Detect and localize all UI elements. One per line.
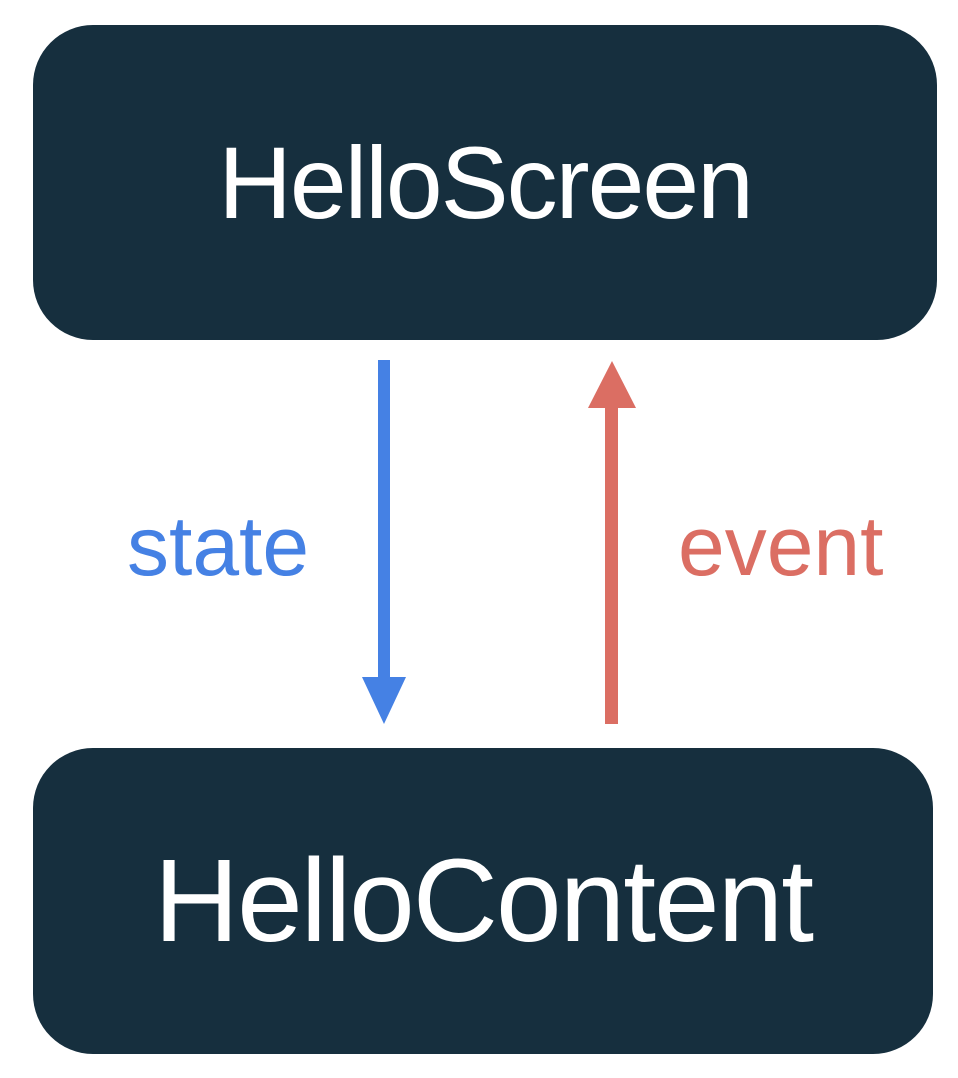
node-hellocontent-label: HelloContent [153,835,814,967]
node-hellocontent: HelloContent [33,748,933,1054]
state-arrow-label: state [127,499,310,593]
event-arrow-shaft [605,406,618,724]
node-helloscreen-label: HelloScreen [218,125,754,240]
event-arrow-label: event [678,499,884,593]
state-arrow-shaft [378,360,390,680]
arrow-down-icon [362,677,406,724]
node-helloscreen: HelloScreen [33,25,937,340]
arrow-up-icon [588,361,636,408]
